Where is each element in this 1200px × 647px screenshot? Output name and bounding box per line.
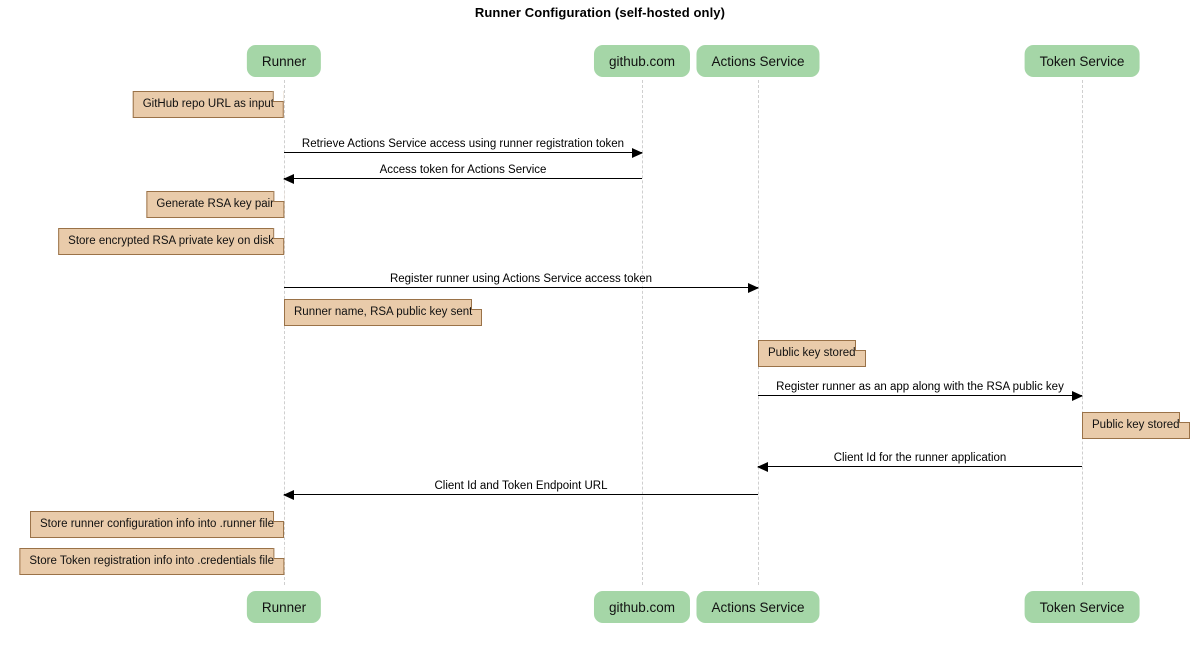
note-n7: Store runner configuration info into .ru…: [30, 511, 284, 538]
message-label: Client Id and Token Endpoint URL: [434, 480, 608, 492]
message-m6: Client Id and Token Endpoint URL: [283, 480, 758, 500]
message-label: Retrieve Actions Service access using ru…: [301, 138, 625, 150]
participant-actions-footer[interactable]: Actions Service: [696, 591, 820, 623]
note-n2: Generate RSA key pair: [146, 191, 284, 218]
participant-token-header[interactable]: Token Service: [1024, 45, 1140, 77]
message-label: Register runner as an app along with the…: [776, 381, 1064, 393]
note-fold-corner-icon: [1178, 412, 1190, 423]
note-fold-corner-icon: [273, 191, 284, 202]
lifeline-actions: [758, 80, 759, 585]
note-fold-corner-icon: [273, 548, 284, 559]
arrowhead-icon: [283, 174, 294, 184]
note-fold-corner-icon: [471, 299, 483, 310]
message-m5: Client Id for the runner application: [757, 452, 1082, 472]
page-title: Runner Configuration (self-hosted only): [474, 5, 726, 20]
message-m2: Access token for Actions Service: [283, 164, 642, 184]
message-m3: Register runner using Actions Service ac…: [284, 273, 759, 293]
note-n1: GitHub repo URL as input: [132, 91, 284, 118]
participant-actions-header[interactable]: Actions Service: [696, 45, 820, 77]
arrowhead-icon: [632, 148, 643, 158]
note-fold-corner-icon: [273, 511, 284, 522]
note-fold-corner-icon: [854, 340, 866, 351]
participant-github-footer[interactable]: github.com: [593, 591, 691, 623]
arrowhead-icon: [757, 462, 768, 472]
note-n5: Public key stored: [758, 340, 866, 367]
arrowhead-icon: [1072, 391, 1083, 401]
participant-runner-header[interactable]: Runner: [246, 45, 322, 77]
note-fold-corner-icon: [273, 228, 284, 239]
note-fold-corner-icon: [273, 91, 284, 102]
participant-runner-footer[interactable]: Runner: [246, 591, 322, 623]
arrowhead-icon: [748, 283, 759, 293]
lifeline-token: [1082, 80, 1083, 585]
message-label: Register runner using Actions Service ac…: [389, 273, 653, 285]
lifeline-runner: [284, 80, 285, 585]
message-m1: Retrieve Actions Service access using ru…: [284, 138, 643, 158]
note-n8: Store Token registration info into .cred…: [19, 548, 284, 575]
lifeline-github: [642, 80, 643, 585]
note-n6: Public key stored: [1082, 412, 1190, 439]
note-n4: Runner name, RSA public key sent: [284, 299, 483, 326]
note-n3: Store encrypted RSA private key on disk: [58, 228, 284, 255]
participant-token-footer[interactable]: Token Service: [1024, 591, 1140, 623]
participant-github-header[interactable]: github.com: [593, 45, 691, 77]
message-label: Access token for Actions Service: [379, 164, 547, 176]
arrowhead-icon: [283, 490, 294, 500]
message-label: Client Id for the runner application: [833, 452, 1007, 464]
message-m4: Register runner as an app along with the…: [758, 381, 1083, 401]
